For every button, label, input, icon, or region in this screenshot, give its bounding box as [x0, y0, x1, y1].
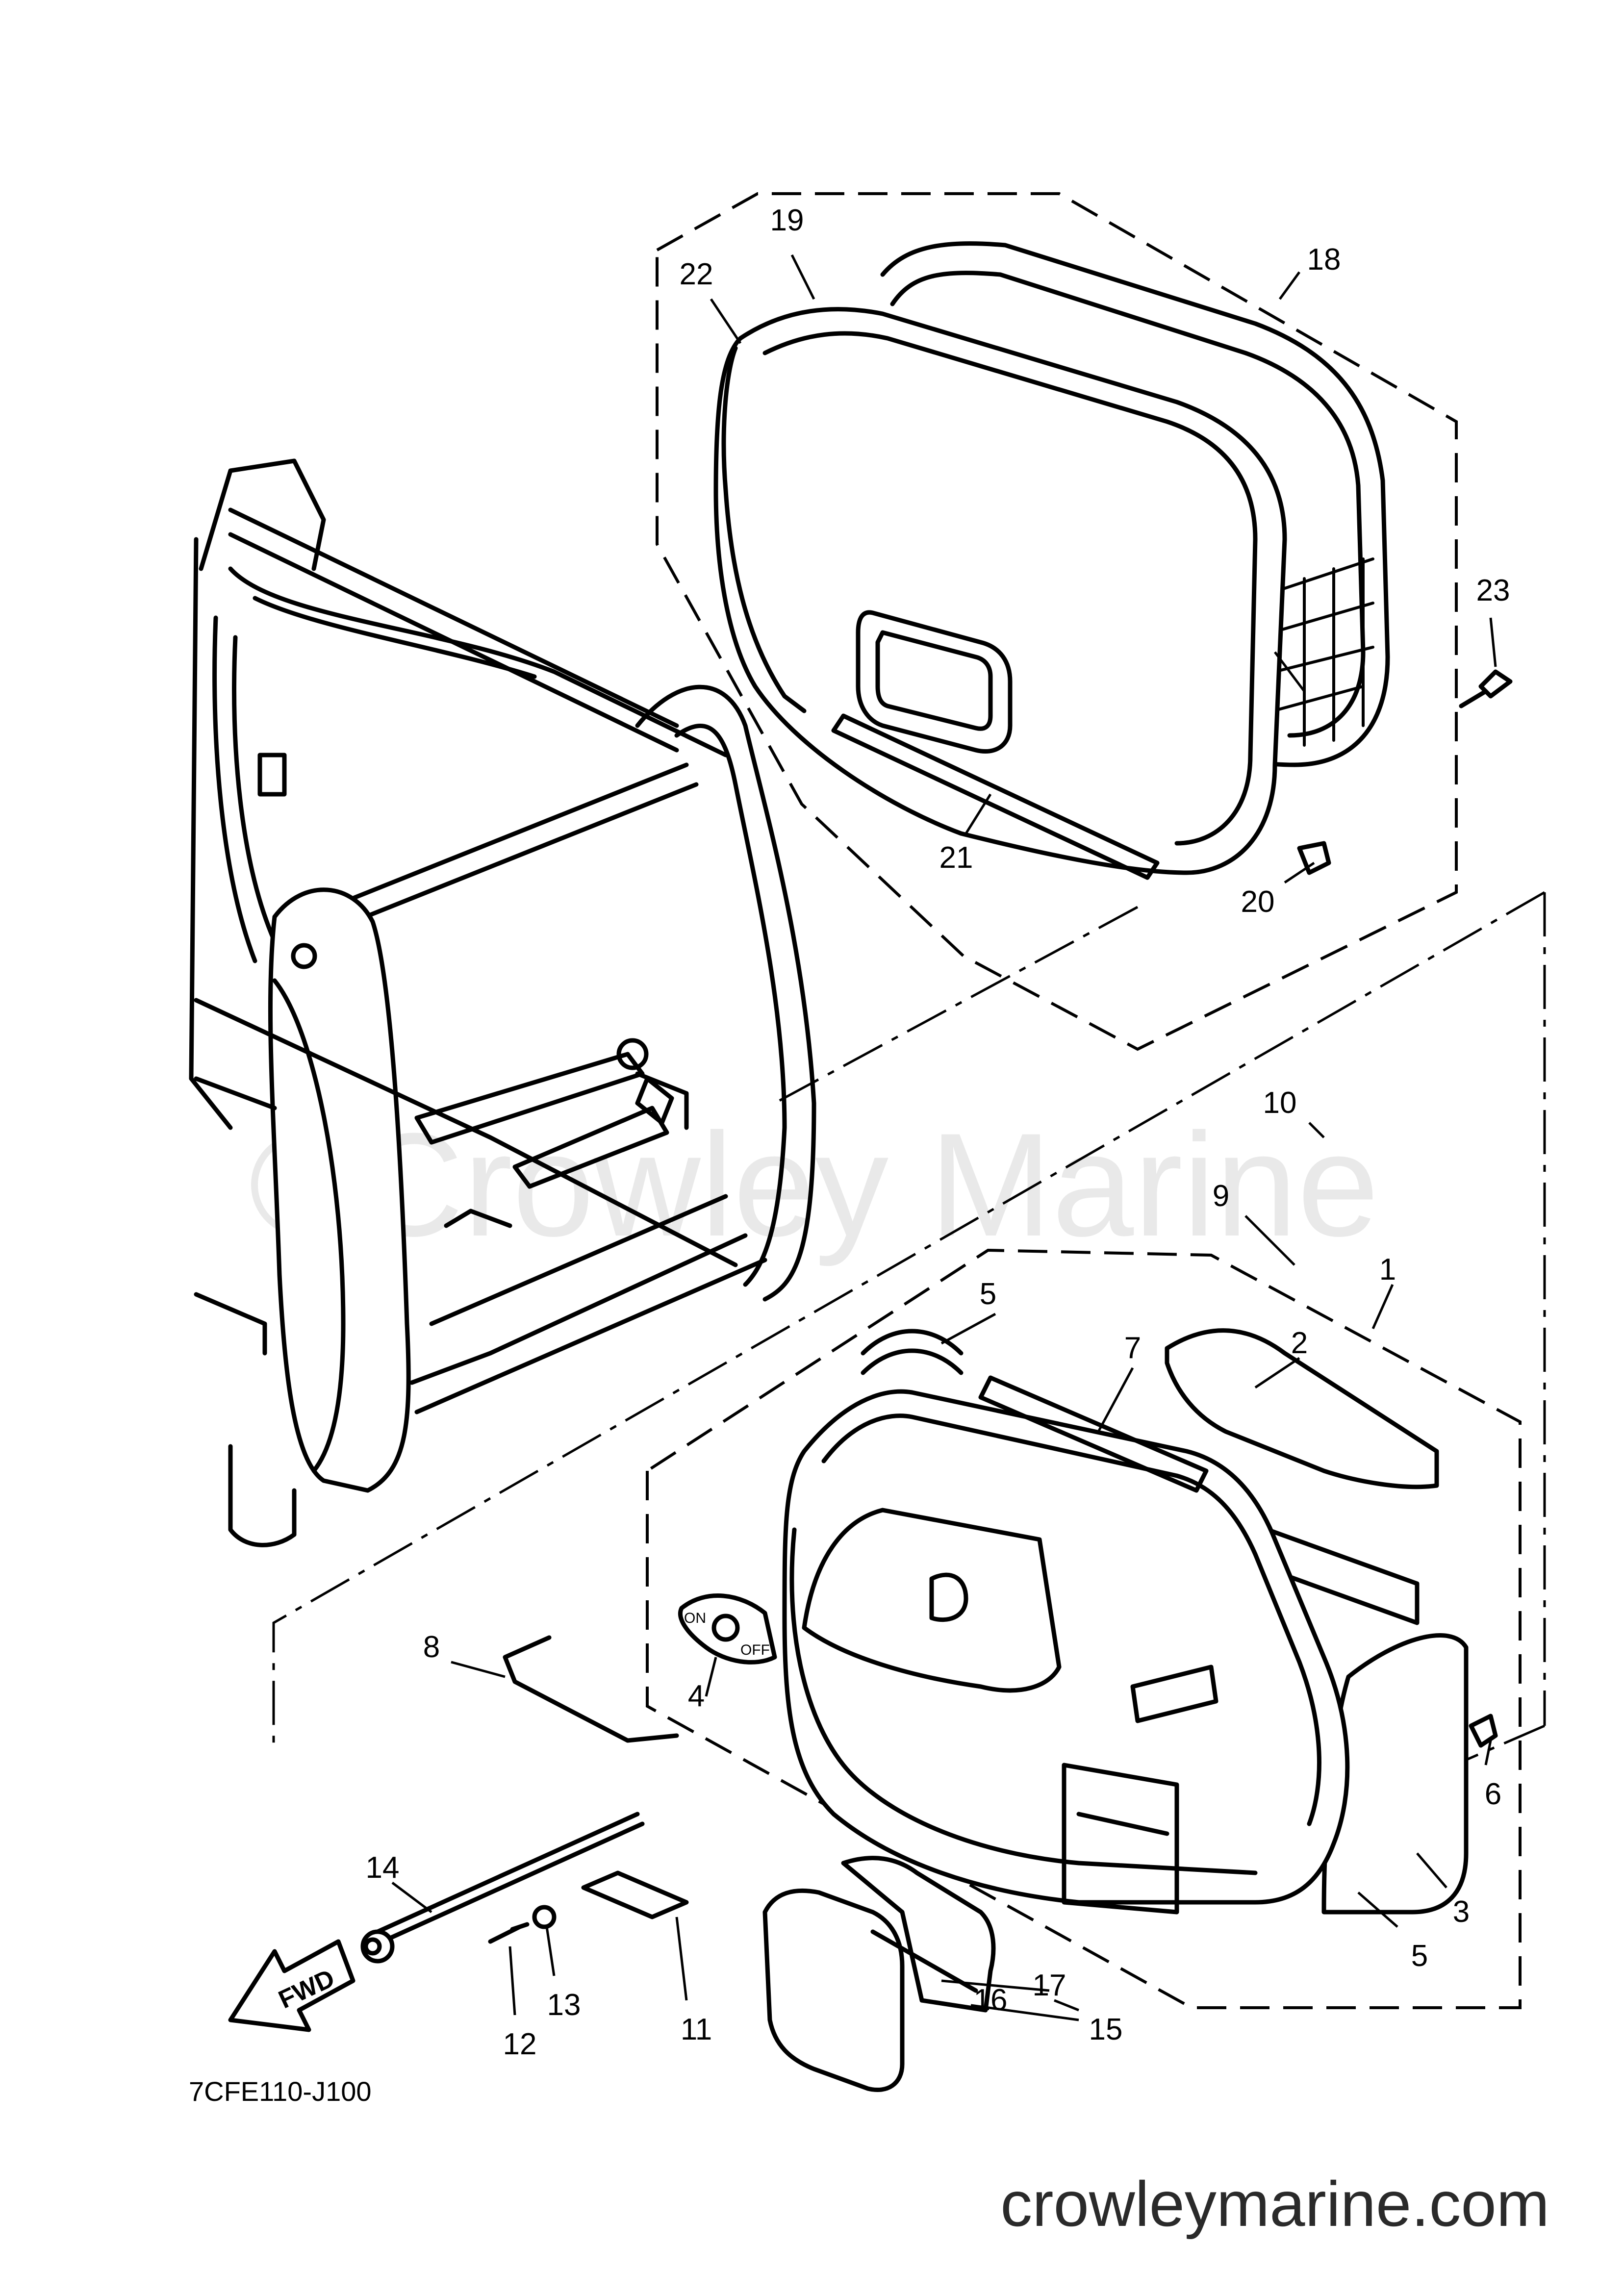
callout-2: 2 — [1291, 1326, 1308, 1360]
cable-part — [360, 1812, 645, 1964]
callout-3: 3 — [1453, 1895, 1470, 1929]
upper-assembly-boundary — [656, 192, 1458, 1051]
lid-assembly — [713, 241, 1513, 880]
callout-11: 11 — [681, 2013, 712, 2046]
fwd-arrow-icon: FWD — [228, 1939, 355, 2032]
callout-19: 19 — [770, 203, 804, 237]
callout-7: 7 — [1124, 1331, 1141, 1365]
callout-21: 21 — [939, 841, 973, 875]
washer-part — [532, 1905, 557, 1929]
cover-part — [762, 1856, 996, 2093]
rod-part — [503, 1635, 679, 1743]
screw-part — [488, 1922, 530, 1944]
callout-10: 10 — [1263, 1086, 1297, 1120]
callout-4: 4 — [688, 1679, 705, 1713]
callout-17: 17 — [1033, 1968, 1066, 2002]
callout-9: 9 — [1213, 1179, 1229, 1213]
lower-assembly-boundary — [646, 1248, 1522, 2009]
callout-13: 13 — [547, 1988, 581, 2022]
website-footer: crowleymarine.com — [1000, 2168, 1549, 2240]
drawing-code: 7CFE110-J100 — [189, 2076, 372, 2107]
callout-23: 23 — [1476, 574, 1510, 607]
callout-22: 22 — [680, 257, 713, 291]
callout-6: 6 — [1485, 1777, 1501, 1811]
switch-on-label: ON — [684, 1610, 706, 1626]
callout-16: 16 — [974, 1983, 1008, 2017]
callout-18: 18 — [1307, 243, 1341, 277]
callout-14: 14 — [366, 1851, 400, 1885]
callout-8: 8 — [423, 1630, 440, 1664]
callout-5-upper: 5 — [980, 1277, 996, 1311]
callout-15: 15 — [1089, 2013, 1123, 2046]
label-plate — [581, 1870, 689, 1919]
callout-1: 1 — [1379, 1253, 1396, 1287]
storage-box-frame — [189, 458, 816, 1547]
callout-5-lower: 5 — [1411, 1939, 1428, 1973]
main-switch: ON OFF — [678, 1593, 777, 1665]
callout-labels: 1 2 3 4 5 5 6 7 8 9 10 11 12 13 14 15 16… — [366, 203, 1510, 2061]
box-assembly — [782, 1328, 1498, 1915]
switch-off-label: OFF — [740, 1642, 770, 1658]
callout-12: 12 — [503, 2027, 537, 2061]
leader-lines — [391, 254, 1497, 2021]
callout-20: 20 — [1241, 885, 1275, 919]
reference-chain-line — [272, 891, 1546, 1745]
